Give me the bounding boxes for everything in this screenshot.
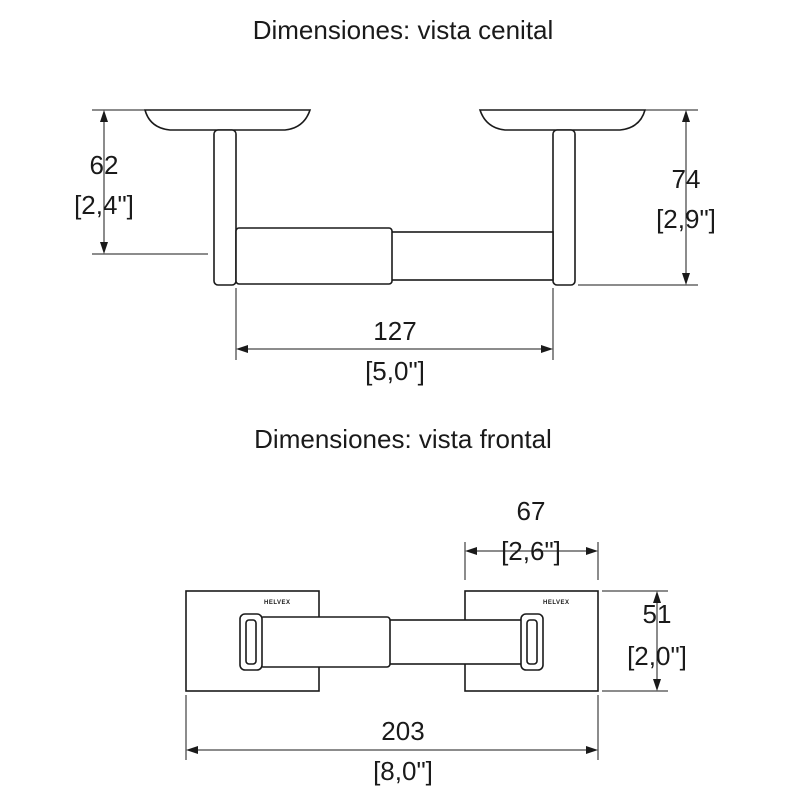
dim-overall-width-in: [8,0"]	[373, 756, 433, 786]
front-view-holder	[185, 590, 599, 692]
dim-plate-width-in: [2,6"]	[501, 536, 561, 566]
dim-plate-width	[464, 542, 599, 580]
roll-bar	[389, 231, 554, 281]
top-view-holder	[143, 109, 647, 286]
dim-depth-right-mm: 74	[672, 164, 701, 194]
dim-depth-right-in: [2,9"]	[656, 204, 716, 234]
dim-depth-left-in: [2,4"]	[74, 190, 134, 220]
front-roll-sleeve	[259, 616, 391, 668]
dim-overall-width-mm: 203	[381, 716, 424, 746]
right-arm	[552, 129, 576, 286]
dim-width-top-mm: 127	[373, 316, 416, 346]
left-end-cap-inner	[245, 619, 257, 665]
dim-depth-left	[92, 109, 208, 255]
dim-depth-right	[578, 109, 698, 286]
dim-plate-height-mm: 51	[643, 599, 672, 629]
dim-depth-left-mm: 62	[90, 150, 119, 180]
brand-logo-left: HELVEX	[264, 600, 291, 606]
dim-plate-width-mm: 67	[517, 496, 546, 526]
dim-plate-height	[602, 590, 668, 692]
right-flange	[478, 109, 647, 131]
dim-width-top	[235, 288, 554, 360]
dim-plate-height-in: [2,0"]	[627, 641, 687, 671]
top-view-title: Dimensiones: vista cenital	[253, 15, 554, 45]
dim-overall-width	[185, 695, 599, 760]
left-arm	[213, 129, 237, 286]
front-roll-bar	[387, 619, 524, 665]
roll-sleeve	[235, 227, 393, 285]
left-flange	[143, 109, 312, 131]
dim-width-top-in: [5,0"]	[365, 356, 425, 386]
front-view-title: Dimensiones: vista frontal	[254, 424, 552, 454]
brand-logo-right: HELVEX	[543, 600, 570, 606]
right-end-cap-inner	[526, 619, 538, 665]
